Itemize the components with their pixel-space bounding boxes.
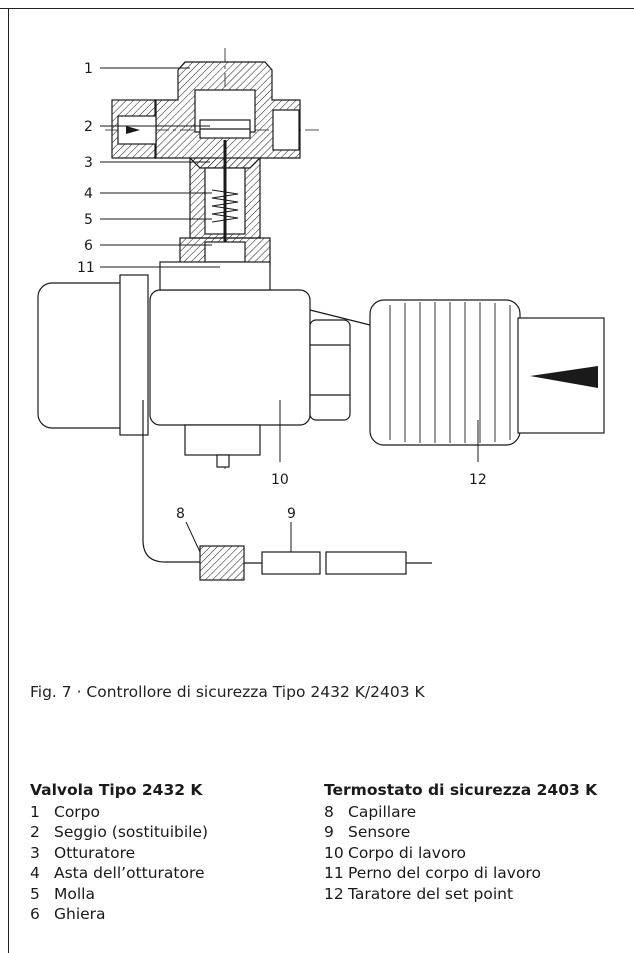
item-label: Seggio (sostituibile) <box>54 823 209 841</box>
working-body <box>37 261 311 468</box>
capillary-sensor <box>142 400 432 581</box>
item-number: 8 <box>324 802 334 821</box>
item-number: 11 <box>324 864 344 882</box>
legend-thermostat: Termostato di sicurezza 2403 K 8 Capillar… <box>324 780 597 904</box>
list-item: 5 Molla <box>30 884 208 905</box>
list-item: 6 Ghiera <box>30 904 208 925</box>
figure-caption: Fig. 7 · Controllore di sicurezza Tipo 2… <box>30 683 425 701</box>
item-label: Molla <box>54 884 95 903</box>
union-nut-left <box>111 99 157 159</box>
technical-drawing: 1 2 3 4 5 6 11 10 12 8 9 <box>37 48 605 581</box>
list-item: 9 Sensore <box>324 822 597 843</box>
set-point-adjuster <box>369 299 605 446</box>
item-number: 3 <box>30 843 40 862</box>
item-label: Asta dell’otturatore <box>54 864 205 882</box>
callout-4: 4 <box>84 186 93 202</box>
callout-8: 8 <box>176 506 185 522</box>
list-item: 8 Capillare <box>324 802 597 823</box>
item-number: 4 <box>30 864 40 882</box>
callout-12: 12 <box>469 472 487 488</box>
callout-10: 10 <box>271 472 289 488</box>
callout-2: 2 <box>84 119 93 135</box>
legend-valve-title: Valvola Tipo 2432 K <box>30 781 203 799</box>
coupling-nut <box>179 237 271 267</box>
item-label: Sensore <box>348 823 411 841</box>
item-label: Corpo di lavoro <box>348 843 466 862</box>
item-number: 10 <box>324 843 344 862</box>
item-label: Ghiera <box>54 905 106 923</box>
item-number: 2 <box>30 823 40 841</box>
callout-11: 11 <box>77 260 95 276</box>
item-label: Corpo <box>54 802 101 821</box>
item-label: Taratore del set point <box>348 884 514 903</box>
item-number: 1 <box>30 802 40 821</box>
item-number: 9 <box>324 823 334 841</box>
item-label: Perno del corpo di lavoro <box>348 864 541 882</box>
item-number: 6 <box>30 905 40 923</box>
callout-6: 6 <box>84 238 93 254</box>
page-frame-left <box>8 8 9 953</box>
list-item: 1 Corpo <box>30 802 208 823</box>
list-item: 2 Seggio (sostituibile) <box>30 822 208 843</box>
item-number: 12 <box>324 884 344 903</box>
item-label: Capillare <box>348 802 417 821</box>
item-label: Otturatore <box>54 843 136 862</box>
hex-connector <box>309 309 371 421</box>
legend-thermostat-title: Termostato di sicurezza 2403 K <box>324 781 598 799</box>
callout-9: 9 <box>287 506 296 522</box>
item-number: 5 <box>30 884 40 903</box>
callout-5: 5 <box>84 212 93 228</box>
leader-lines <box>100 67 479 553</box>
page-frame-top <box>0 8 634 9</box>
callout-3: 3 <box>84 155 93 171</box>
callout-1: 1 <box>84 61 93 77</box>
valve-body <box>154 61 301 169</box>
list-item: 3 Otturatore <box>30 843 208 864</box>
list-item: 4 Asta dell’otturatore <box>30 863 208 884</box>
legend-valve: Valvola Tipo 2432 K 1 Corpo 2 Seggio (sost… <box>30 780 208 925</box>
